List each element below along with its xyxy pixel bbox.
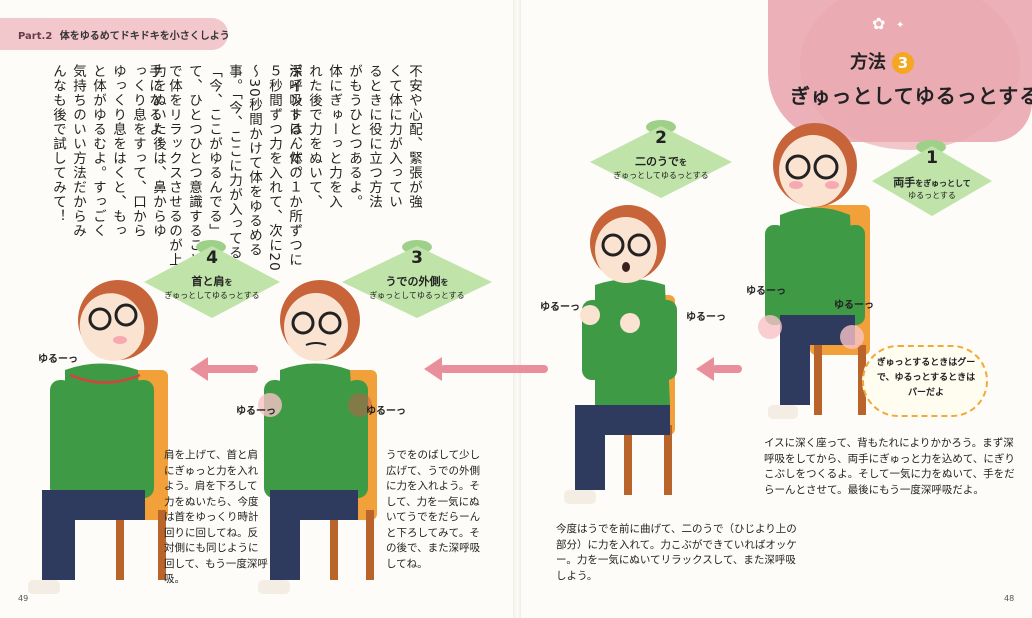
step-title-suffix: を <box>679 158 687 167</box>
method-label: 方法 <box>850 52 886 73</box>
step-title-main: 二のうで <box>635 155 679 168</box>
relax-label: ゆるーっ <box>834 300 874 311</box>
sparkle-icon: ✦ <box>896 20 905 31</box>
relax-label: ゆるーっ <box>746 286 786 297</box>
step-number: 1 <box>926 148 938 168</box>
step-title: 両手をぎゅっとして <box>880 174 984 190</box>
figure-child-step3 <box>258 280 377 594</box>
step-title: 二のうでを <box>600 153 722 169</box>
arrow-head <box>696 357 714 381</box>
relax-label: ゆるーっ <box>236 406 276 417</box>
method-title: ぎゅっとしてゆるっとする <box>790 84 1032 108</box>
intro-paragraph-1: 不安や心配、緊張が強くて体に力が入っているときに役に立つ方法がもうひとつあるよ。… <box>286 64 422 209</box>
step-subtitle: ぎゅっとしてゆるっとする <box>369 291 465 300</box>
step-subtitle: ぎゅっとしてゆるっとする <box>164 291 260 300</box>
step-title-main: うでの外側 <box>385 275 441 288</box>
step-subtitle: ゆるっとする <box>908 191 956 200</box>
page-number-right: 48 <box>1004 594 1015 603</box>
step-4-caption: 肩を上げて、首と肩にぎゅっと力を入れよう。肩を下ろして力をぬいたら、今度は首をゆ… <box>164 449 268 585</box>
arrow-step2-to-step3 <box>440 365 548 373</box>
step-title-main: 首と肩 <box>191 275 225 288</box>
step-title-suffix: をぎゅっとして <box>915 179 971 188</box>
page-number-left: 49 <box>18 594 29 603</box>
step-2-caption: 今度はうでを前に曲げて、二のうで（ひじより上の部分）に力を入れて。力こぶができて… <box>556 523 797 582</box>
step-1-caption: イスに深く座って、背もたれによりかかろう。まず深呼吸をしてから、両手にぎゅっと力… <box>764 437 1015 496</box>
step-title-suffix: を <box>440 278 449 287</box>
figure-child-step4 <box>28 280 168 594</box>
chapter-title: 体をゆるめてドキドキを小さくしよう <box>59 31 230 42</box>
intro-paragraph-3: 力をぬいた後は、鼻からゆっくり息をすって、口からゆっくり息をはくと、もっと体がゆ… <box>50 64 166 238</box>
tip-bubble <box>862 345 988 417</box>
step-1-label: 1 両手をぎゅっとして ゆるっとする <box>872 140 992 220</box>
step-title-suffix: を <box>224 278 233 287</box>
figure-child-step1 <box>758 123 870 419</box>
method-heading: 方法 3 <box>850 48 914 74</box>
step-title: うでの外側を <box>352 273 482 289</box>
step-4-label: 4 首と肩を ぎゅっとしてゆるっとする <box>144 240 280 320</box>
arrow-step1-to-step2 <box>712 365 742 373</box>
tip-bubble-text: ぎゅっとするときはグーで、ゆるっとするときはパーだよ <box>876 358 976 398</box>
relax-label: ゆるーっ <box>540 302 580 313</box>
book-gutter <box>513 0 521 618</box>
arrow-head <box>190 357 208 381</box>
method-number-badge: 3 <box>892 52 914 74</box>
step-title: 首と肩を <box>154 273 270 289</box>
step-2-label: 2 二のうでを ぎゅっとしてゆるっとする <box>590 120 732 202</box>
header-banner <box>0 18 228 50</box>
step-number: 2 <box>655 128 667 148</box>
relax-label: ゆるーっ <box>366 406 406 417</box>
relax-label: ゆるーっ <box>38 354 78 365</box>
header-title: Part.2 体をゆるめてドキドキを小さくしよう <box>18 27 230 42</box>
relax-label: ゆるーっ <box>686 312 726 323</box>
flower-icon: ✿ <box>872 14 886 33</box>
step-title-main: 両手 <box>893 176 916 189</box>
intro-paragraph-2: ポイントは、体の１か所ずつに５秒間ずつ力を入れて、次に20～30秒間かけて体をゆ… <box>146 64 302 272</box>
arrow-step3-to-step4 <box>204 365 258 373</box>
step-number: 4 <box>206 248 218 268</box>
part-label: Part.2 <box>18 31 53 42</box>
arrow-head <box>424 357 442 381</box>
step-number: 3 <box>411 248 423 268</box>
step-3-label: 3 うでの外側を ぎゅっとしてゆるっとする <box>342 240 492 320</box>
step-subtitle: ぎゅっとしてゆるっとする <box>613 171 709 180</box>
step-3-caption: うでをのばして少し広げて、うでの外側に力を入れよう。そして、力を一気にぬいてうで… <box>386 449 481 570</box>
figure-child-step2 <box>564 205 677 504</box>
